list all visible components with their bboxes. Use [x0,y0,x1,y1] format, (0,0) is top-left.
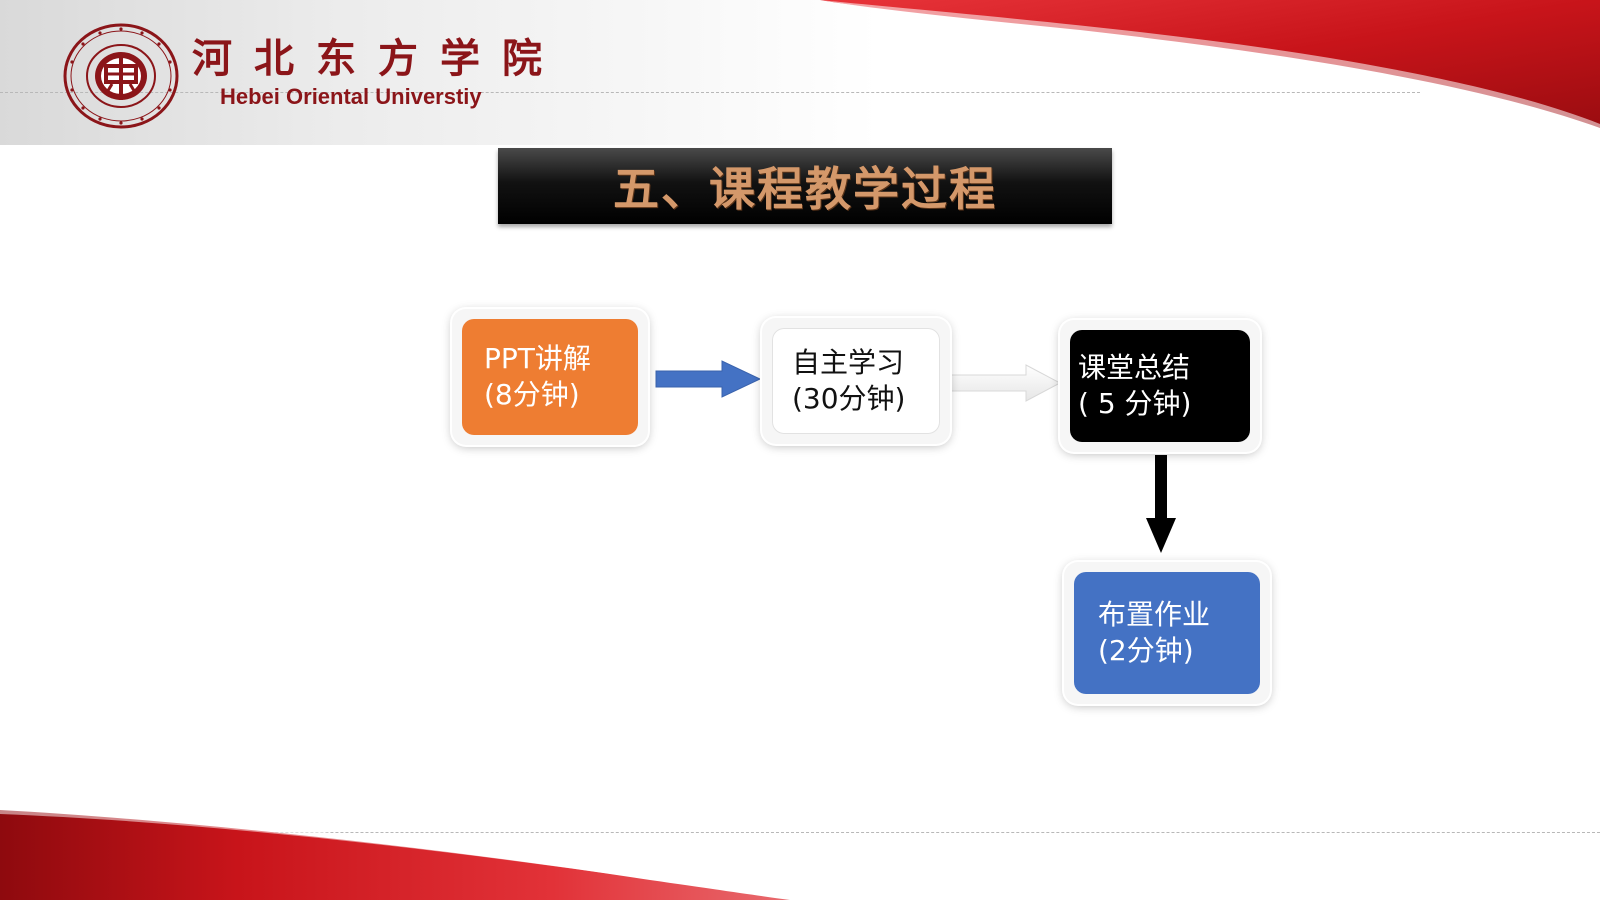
step-ppt-lecture-inner: PPT讲解 (8分钟) [462,319,638,435]
title-banner: 五、课程教学过程 [498,148,1112,224]
footer-divider [0,832,1600,833]
arrow-white-icon [949,364,1062,402]
step-label: 自主学习 [792,346,905,379]
step-label: 课堂总结 [1078,351,1191,384]
arrow-blue-icon [655,360,762,398]
step-self-study-inner: 自主学习 (30分钟) [772,328,940,434]
step-label: PPT讲解 [484,342,591,375]
arrow-down-icon [1146,455,1176,553]
step-label: 布置作业 [1098,598,1211,631]
step-class-summary-inner: 课堂总结 ( 5 分钟) [1070,330,1250,442]
step-assign-homework-inner: 布置作业 (2分钟) [1074,572,1260,694]
university-name-cn: 河北东方学院 [192,35,564,82]
step-self-study: 自主学习 (30分钟) [762,318,950,444]
step-duration: (2分钟) [1098,634,1194,667]
header-divider [0,92,1420,93]
step-assign-homework: 布置作业 (2分钟) [1064,562,1270,704]
step-ppt-lecture: PPT讲解 (8分钟) [452,309,648,445]
university-name-en: Hebei Oriental Universtiy [220,84,482,109]
step-class-summary: 课堂总结 ( 5 分钟) [1060,320,1260,452]
step-duration: (30分钟) [792,382,906,415]
university-seal-icon [63,23,179,129]
slide-title: 五、课程教学过程 [613,162,997,216]
step-duration: ( 5 分钟) [1078,387,1192,420]
step-duration: (8分钟) [484,378,580,411]
